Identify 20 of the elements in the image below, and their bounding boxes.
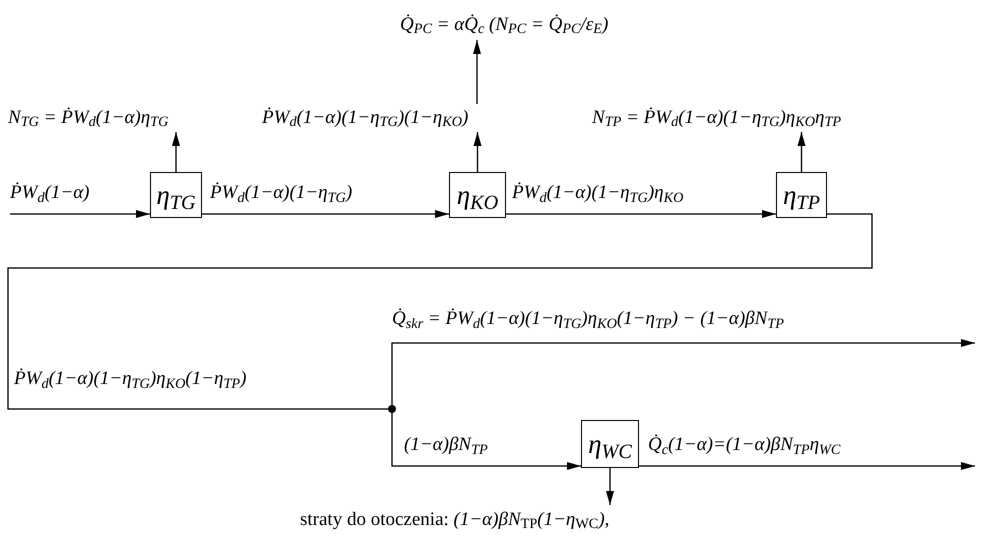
formula: N$_{TG}$ = ṖW$_{d}$(1−α)η$_{TG}$ [8,106,168,132]
arrow [172,132,180,172]
arrow [798,132,806,172]
efficiency-box: η$_{TG}$ [150,172,202,218]
arrow [473,40,481,104]
efficiency-box: η$_{TP}$ [776,172,827,218]
formula: Q̇$_{PC}$ = αQ̇$_{c}$ (N$_{PC}$ = Q̇$_{PC}$/ε$_{E}$) [400,12,608,40]
efficiency-box: η$_{KO}$ [449,172,506,218]
arrow [391,339,975,405]
loss-note: straty do otoczenia: (1−α)βN$_{TP}$(1−η$_{WC}$), [300,508,610,534]
arrow [606,468,614,505]
arrow [639,462,975,470]
arrow [474,132,482,172]
arrow [391,413,581,470]
arrow [506,210,776,218]
efficiency-box: η$_{WC}$ [581,420,639,468]
arrow [202,210,449,218]
arrow [10,210,150,218]
formula: ṖW$_{d}$(1−α)(1−η$_{TG}$)(1−η$_{KO}$) [262,106,468,132]
formula: N$_{TP}$ = ṖW$_{d}$(1−α)(1−η$_{TG}$)η$_{KO}$η$_{TP}$ [592,106,842,132]
